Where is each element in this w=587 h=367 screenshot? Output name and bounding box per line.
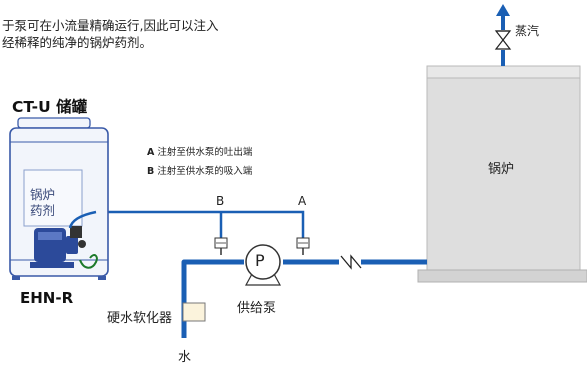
legend-item-b: B 注射至供水泵的吸入端: [147, 163, 252, 177]
legend-key-b: B: [147, 166, 155, 177]
pump-model-label: EHN-R: [20, 289, 74, 307]
boiler: [417, 65, 587, 283]
steam-arrow-icon: [496, 4, 510, 16]
tank-label-line2: 药剂: [30, 203, 56, 218]
intro-text-line1: 于泵可在小流量精确运行,因此可以注入: [2, 18, 219, 33]
water-softener: [182, 302, 206, 322]
legend-text-b: 注射至供水泵的吸入端: [157, 166, 253, 177]
feed-water-pipe: [181, 259, 427, 338]
pump-symbol-label: P: [255, 251, 265, 270]
legend-text-a: 注射至供水泵的吐出端: [157, 147, 253, 158]
steam-label: 蒸汽: [515, 24, 540, 38]
feed-pump-icon: [244, 244, 282, 286]
injection-valve-a-icon: [296, 237, 310, 255]
steam-line: [494, 4, 512, 66]
intro-text-line2: 经稀释的纯净的锅炉药剂。: [2, 35, 153, 50]
tank-title: CT-U 储罐: [12, 98, 88, 116]
legend-item-a: A 注射至供水泵的吐出端: [147, 144, 252, 158]
feed-pump-label: 供给泵: [237, 301, 277, 316]
injection-lines: [102, 210, 305, 240]
steam-valve-icon: [494, 30, 512, 50]
injection-valve-b-icon: [214, 237, 228, 255]
dosing-pump-icon: [30, 210, 98, 269]
point-a-label: A: [298, 194, 307, 208]
water-label: 水: [178, 350, 192, 365]
check-valve-icon: [339, 254, 362, 270]
boiler-label: 锅炉: [488, 162, 515, 177]
point-b-label: B: [216, 194, 225, 208]
tank-label-line1: 锅炉: [30, 187, 56, 202]
softener-label: 硬水软化器: [107, 311, 173, 326]
legend-key-a: A: [147, 147, 155, 158]
